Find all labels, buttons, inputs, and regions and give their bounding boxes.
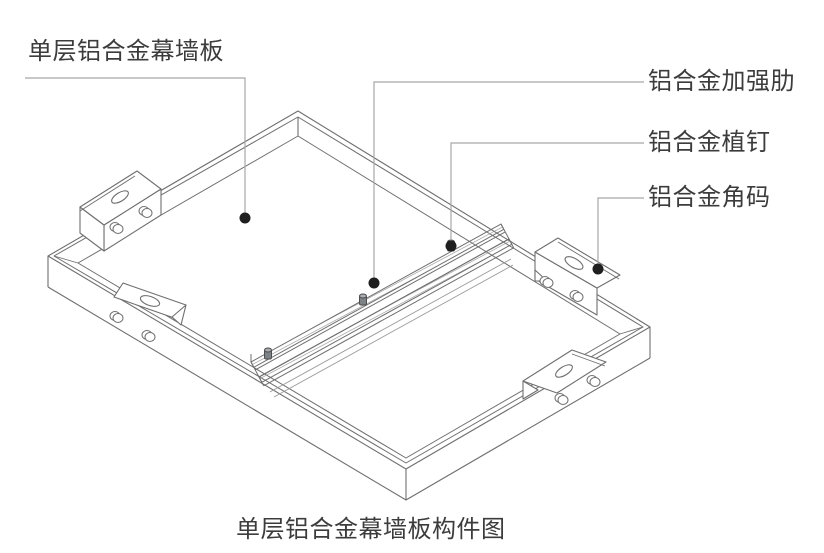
leader-dots — [239, 212, 604, 289]
rib-stud — [264, 347, 272, 360]
leader-dot-panel — [239, 212, 251, 224]
leader-dot-rib — [368, 277, 380, 289]
watermark-artifact — [727, 546, 821, 552]
corner-bracket-bottom — [522, 349, 607, 405]
leader-dot-bracket — [592, 263, 604, 275]
callout-panel-label: 单层铝合金幕墙板 — [28, 38, 224, 65]
leader-lines — [25, 77, 644, 283]
figure-caption: 单层铝合金幕墙板构件图 — [236, 516, 506, 543]
callout-stud-label: 铝合金植钉 — [648, 129, 771, 156]
rib-stud — [359, 293, 367, 306]
corner-bracket-right — [534, 237, 621, 316]
leader-panel — [25, 77, 246, 218]
leader-bracket — [597, 197, 644, 269]
reinforcement-rib — [250, 223, 515, 398]
leader-stud — [450, 142, 644, 246]
callout-rib-label: 铝合金加强肋 — [648, 68, 795, 95]
corner-bracket-top-left — [79, 170, 162, 252]
leader-dot-stud — [445, 240, 457, 252]
callout-bracket-label: 铝合金角码 — [648, 184, 771, 211]
leader-rib — [373, 81, 644, 283]
corner-bracket-left — [109, 282, 187, 342]
